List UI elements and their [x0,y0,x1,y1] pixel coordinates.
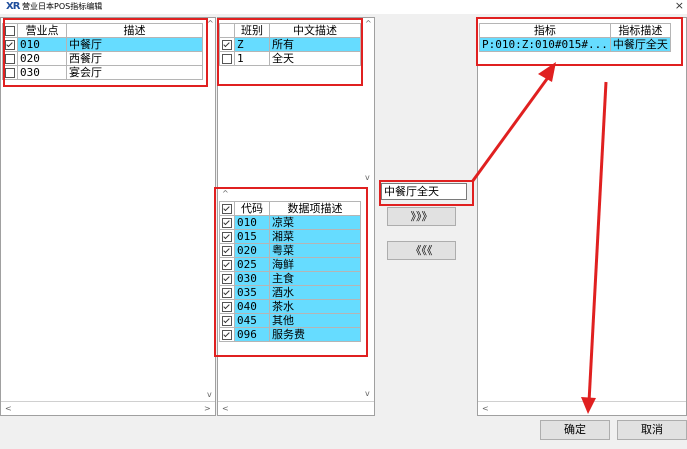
add-indicator-button[interactable]: 》》》 [387,207,456,226]
item-code-header[interactable]: 代码 [234,201,270,216]
desc-cell: 中餐厅 [66,37,203,52]
scroll-right-icon[interactable]: > [204,404,211,413]
row-checkbox[interactable] [219,271,235,286]
desc-cell: 粤菜 [269,243,361,258]
annotation-arrow-to-ok [587,81,608,403]
scroll-up-icon[interactable]: ^ [222,189,229,198]
code-cell: 045 [234,313,270,328]
outlet-desc-header[interactable]: 描述 [66,23,203,38]
desc-cell: 茶水 [269,299,361,314]
annotation-box-shifts [217,18,363,86]
annotation-box-outlets [3,18,208,87]
indicator-hscroll[interactable]: < [478,401,686,415]
checkbox-icon [5,53,15,64]
app-logo: XR [6,1,20,12]
item-vscroll[interactable]: v [362,193,374,402]
ok-button[interactable]: 确定 [540,420,610,440]
checkbox-icon [5,67,15,78]
desc-cell: 所有 [269,37,361,52]
checkbox-icon [222,217,232,228]
shift-vscroll[interactable]: ^ v [362,18,374,188]
table-row[interactable]: P:010:Z:010#015#...中餐厅全天 [479,37,671,52]
checkbox-icon [5,39,15,50]
scroll-left-icon[interactable]: < [222,404,229,413]
annotation-arrow-to-indicators [470,71,554,183]
checkbox-icon [222,259,232,270]
desc-cell: 宴会厅 [66,65,203,80]
checkbox-icon [222,273,232,284]
checkbox-icon [222,231,232,242]
checkbox-icon [222,287,232,298]
checkbox-icon [222,53,232,64]
scroll-left-icon[interactable]: < [482,404,489,413]
scroll-down-icon[interactable]: v [365,173,370,182]
indicator-desc-header[interactable]: 指标描述 [609,23,671,38]
row-checkbox[interactable] [219,215,235,230]
remove-indicator-button[interactable]: 《《《 [387,241,456,260]
code-cell: 035 [234,285,270,300]
outlet-hscroll[interactable]: < > [1,401,215,415]
row-checkbox[interactable] [219,37,235,52]
code-cell: 025 [234,257,270,272]
scroll-up-icon[interactable]: ^ [365,19,372,28]
close-icon[interactable]: × [674,0,684,12]
code-cell: 020 [234,243,270,258]
desc-cell: 全天 [269,51,361,66]
code-cell: P:010:Z:010#015#... [479,37,611,52]
annotation-box-items [214,187,368,357]
annotation-box-indicators [476,17,683,66]
title-bar [0,0,687,14]
scroll-left-icon[interactable]: < [5,404,12,413]
annotation-box-input [379,180,474,206]
arrowhead-icon [581,397,596,414]
item-desc-header[interactable]: 数据项描述 [269,201,361,216]
checkbox-icon [222,39,232,50]
window-title: 营业日本POS指标编辑 [22,2,103,11]
desc-cell: 服务费 [269,327,361,342]
arrowhead-icon [538,62,556,82]
checkbox-icon [222,315,232,326]
checkbox-icon [222,301,232,312]
scroll-down-icon[interactable]: v [207,390,212,399]
scroll-down-icon[interactable]: v [365,389,370,398]
outlet-code-header[interactable]: 营业点 [17,23,67,38]
desc-cell: 酒水 [269,285,361,300]
desc-cell: 中餐厅全天 [609,37,671,52]
shift-desc-header[interactable]: 中文描述 [269,23,361,38]
outlet-vscroll[interactable]: ^ v [204,18,215,402]
row-checkbox[interactable] [219,51,235,66]
indicator-table: 指标 指标描述 P:010:Z:010#015#...中餐厅全天 [479,23,671,52]
indicator-name-input[interactable]: 中餐厅全天 [381,183,467,200]
checkbox-icon [222,203,232,214]
desc-cell: 主食 [269,271,361,286]
indicator-code-header[interactable]: 指标 [479,23,611,38]
item-hscroll[interactable]: < [218,401,374,415]
scroll-up-icon[interactable]: ^ [207,19,214,28]
checkbox-icon [5,25,15,36]
checkbox-icon [222,329,232,340]
row-checkbox[interactable] [219,327,235,342]
item-scroll-up[interactable]: ^ [222,186,229,199]
checkbox-icon [222,245,232,256]
